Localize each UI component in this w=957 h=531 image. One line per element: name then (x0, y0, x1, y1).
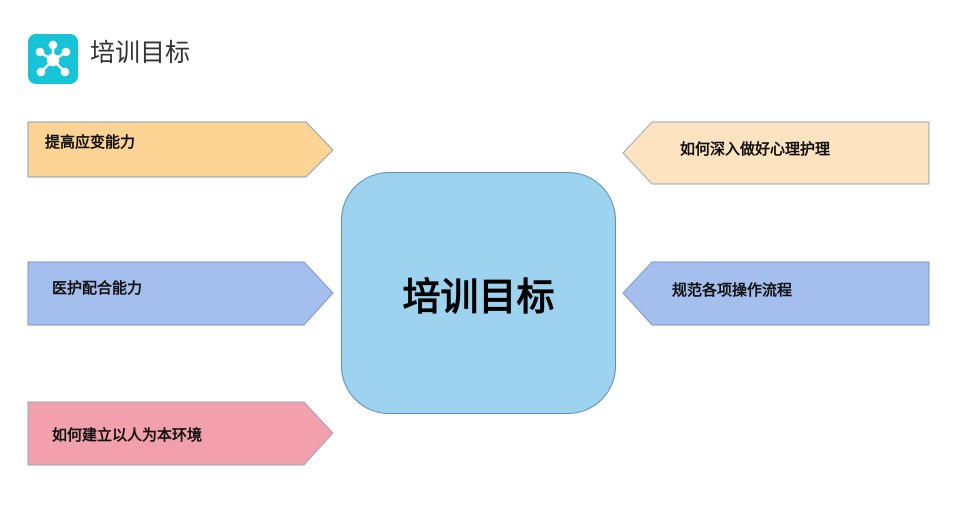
goal-adaptability: 提高应变能力 (27, 121, 334, 178)
goal-label: 如何建立以人为本环境 (52, 426, 203, 444)
page-title: 培训目标 (90, 38, 191, 67)
center-label: 培训目标 (402, 274, 555, 319)
goal-label: 如何深入做好心理护理 (680, 140, 831, 158)
arrow-left-shape (622, 261, 930, 326)
arrow-left-shape (622, 121, 930, 185)
goal-label: 规范各项操作流程 (672, 281, 793, 299)
goal-label: 提高应变能力 (45, 133, 136, 151)
network-nodes-icon (35, 40, 71, 77)
center-node: 培训目标 (341, 172, 616, 414)
goal-people-oriented: 如何建立以人为本环境 (27, 401, 334, 466)
goal-standard-procedures: 规范各项操作流程 (622, 261, 930, 326)
arrow-right-shape (27, 401, 334, 466)
logo-icon (28, 34, 78, 84)
goal-psychological-care: 如何深入做好心理护理 (622, 121, 930, 185)
arrow-right-shape (27, 121, 334, 178)
goal-label: 医护配合能力 (52, 279, 143, 297)
goal-teamwork: 医护配合能力 (27, 261, 334, 326)
arrow-right-shape (27, 261, 334, 326)
